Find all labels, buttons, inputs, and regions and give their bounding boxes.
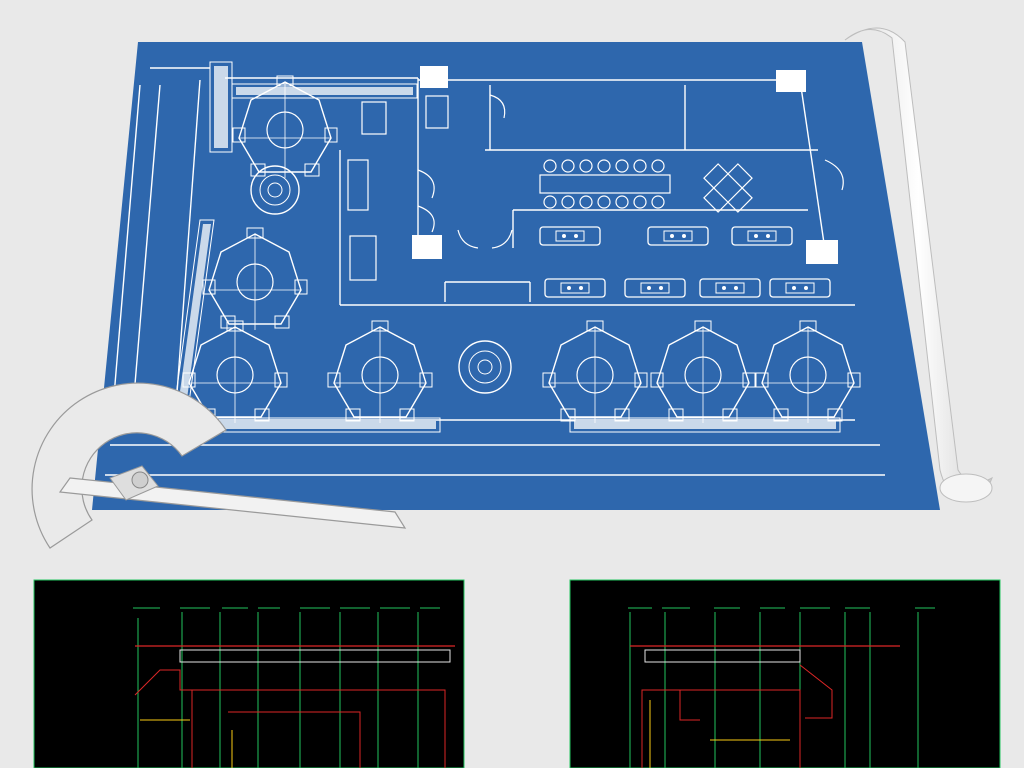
cad-elevation-right: [569, 579, 1001, 768]
compass-rose-icon: [250, 165, 300, 215]
blueprint-sheet: [92, 42, 940, 510]
compass-rose-icon: [458, 340, 512, 394]
cad-elevation-left: [33, 579, 465, 768]
protractor-icon: [31, 382, 407, 549]
paper-roll-icon: [844, 27, 993, 503]
